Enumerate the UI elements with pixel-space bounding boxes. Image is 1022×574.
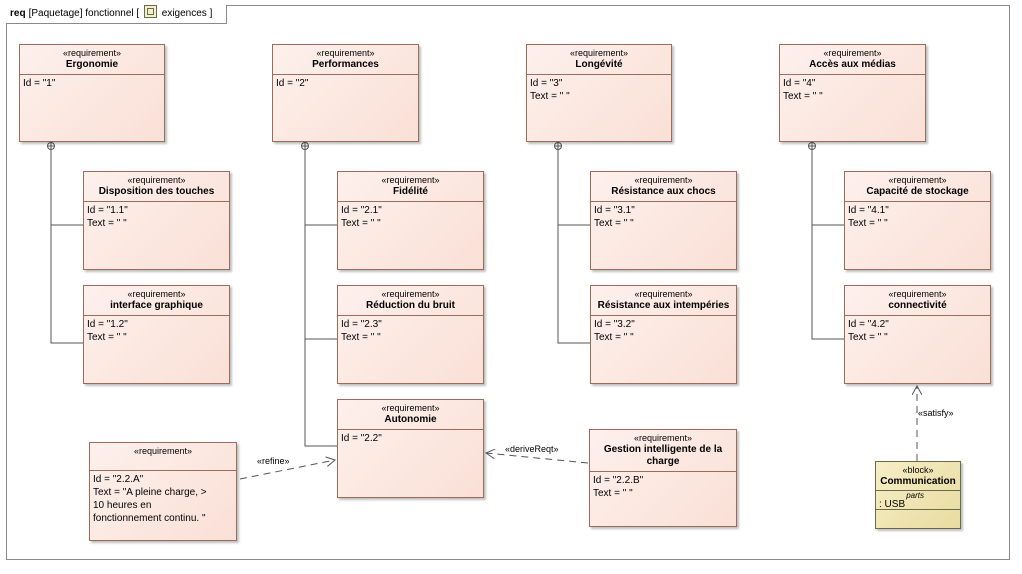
requirement-name: Fidélité [392, 186, 428, 197]
part-usb: : USB [879, 499, 906, 510]
containment-acces-medias [808, 142, 844, 340]
requirement-disposition-touches[interactable]: «requirement»Disposition des touches Id … [83, 171, 230, 270]
stereotype: «requirement» [888, 175, 947, 185]
diagram-icon [143, 5, 157, 18]
frame-close: ] [209, 8, 213, 19]
requirement-id: Id = "2.2.B" [593, 475, 644, 486]
requirement-name: Ergonomie [65, 59, 119, 70]
refine-label: «refine» [257, 456, 290, 466]
stereotype: «requirement» [569, 48, 629, 58]
containment-ergonomie [47, 142, 83, 344]
containment-longevite [554, 142, 590, 344]
stereotype: «requirement» [133, 446, 193, 456]
requirement-id: Id = "2.2" [341, 433, 382, 444]
requirement-id: Id = "2" [276, 78, 309, 89]
requirement-id: Id = "4" [783, 78, 816, 89]
requirement-capacite-stockage[interactable]: «requirement»Capacité de stockage Id = "… [844, 171, 991, 270]
derive-label: «deriveReqt» [505, 444, 559, 454]
stereotype: «requirement» [823, 48, 882, 58]
stereotype: «requirement» [634, 175, 693, 185]
requirement-resistance-chocs[interactable]: «requirement»Résistance aux chocs Id = "… [590, 171, 737, 270]
requirement-id: Id = "4.2" [848, 319, 889, 330]
requirement-id: Id = "2.1" [341, 205, 382, 216]
requirement-id: Id = "2.3" [341, 319, 382, 330]
requirement-id: Id = "3" [530, 78, 563, 89]
requirement-name: Autonomie [384, 414, 437, 425]
requirement-connectivite[interactable]: «requirement»connectivité Id = "4.2" Text… [844, 285, 991, 384]
requirement-id: Id = "1.2" [87, 319, 128, 330]
requirement-id: Id = "4.1" [848, 205, 889, 216]
stereotype: «requirement» [127, 289, 186, 299]
stereotype: «requirement» [381, 403, 440, 413]
requirement-performances[interactable]: «requirement»Performances Id = "2" [272, 44, 419, 142]
stereotype: «requirement» [381, 289, 440, 299]
requirement-name: Capacité de stockage [866, 186, 969, 197]
stereotype: «requirement» [381, 175, 440, 185]
requirement-fidelite[interactable]: «requirement»Fidélité Id = "2.1" Text = "… [337, 171, 484, 270]
frame-name: exigences [161, 8, 207, 19]
stereotype: «requirement» [888, 289, 947, 299]
requirement-text: Text = " " [341, 332, 381, 343]
compartment-label: parts [906, 491, 924, 500]
requirement-text-line: 10 heures en [93, 500, 152, 511]
requirement-name: Résistance aux intempéries [597, 300, 730, 311]
requirement-2-2-A[interactable]: «requirement» Id = "2.2.A" Text = "A ple… [89, 442, 237, 541]
frame-kind: req [10, 8, 26, 19]
satisfy-label: «satisfy» [918, 408, 954, 418]
requirement-autonomie[interactable]: «requirement»Autonomie Id = "2.2" [337, 399, 484, 498]
requirement-name: Performances [312, 59, 379, 70]
requirement-name: Résistance aux chocs [611, 186, 716, 197]
requirement-name: Disposition des touches [98, 186, 215, 197]
requirement-id: Id = "1" [23, 78, 56, 89]
requirement-longevite[interactable]: «requirement»Longévité Id = "3" Text = " … [526, 44, 672, 142]
requirement-text: Text = " " [594, 218, 634, 229]
requirement-id: Id = "1.1" [87, 205, 128, 216]
requirement-ergonomie[interactable]: «requirement»Ergonomie Id = "1" [19, 44, 165, 142]
requirement-name: Gestion intelligente de la charge [603, 444, 723, 467]
stereotype: «requirement» [633, 433, 693, 443]
requirement-text-line: Text = "A pleine charge, > [93, 487, 207, 498]
requirement-name: Réduction du bruit [366, 300, 455, 311]
requirement-name: interface graphique [110, 300, 203, 311]
block-name: Communication [880, 476, 956, 487]
requirement-text: Text = " " [87, 332, 127, 343]
requirement-text: Text = " " [848, 218, 888, 229]
requirement-resistance-intemperies[interactable]: «requirement»Résistance aux intempéries … [590, 285, 737, 384]
frame-header: req[Paquetage] fonctionnel [ exigences ] [6, 5, 228, 24]
stereotype: «block» [902, 465, 934, 475]
requirement-gestion-charge[interactable]: «requirement»Gestion intelligente de la … [589, 429, 737, 527]
requirement-text: Text = " " [848, 332, 888, 343]
stereotype: «requirement» [62, 48, 122, 58]
requirement-text: Text = " " [593, 488, 633, 499]
requirement-text-line: fonctionnement continu. " [93, 513, 206, 524]
refine-link [239, 460, 335, 480]
stereotype: «requirement» [127, 175, 186, 185]
requirement-text: Text = " " [783, 91, 823, 102]
stereotype: «requirement» [634, 289, 693, 299]
requirement-acces-medias[interactable]: «requirement»Accès aux médias Id = "4" Te… [779, 44, 926, 142]
requirement-reduction-bruit[interactable]: «requirement»Réduction du bruit Id = "2.… [337, 285, 484, 384]
requirement-id: Id = "3.2" [594, 319, 635, 330]
requirement-id: Id = "2.2.A" [93, 474, 144, 485]
requirement-name: connectivité [888, 300, 947, 311]
derive-link [486, 453, 589, 464]
containment-performances [301, 142, 337, 447]
requirement-name: Longévité [575, 59, 623, 70]
block-communication[interactable]: «block»Communication parts : USB [875, 461, 961, 529]
requirement-interface-graphique[interactable]: «requirement»interface graphique Id = "1… [83, 285, 230, 384]
requirement-text: Text = " " [530, 91, 570, 102]
requirement-text: Text = " " [87, 218, 127, 229]
requirement-text: Text = " " [594, 332, 634, 343]
requirement-id: Id = "3.1" [594, 205, 635, 216]
parts-compartment: parts : USB [876, 491, 960, 510]
requirement-text: Text = " " [341, 218, 381, 229]
frame-path: [Paquetage] fonctionnel [ [28, 8, 140, 19]
stereotype: «requirement» [316, 48, 375, 58]
requirement-name: Accès aux médias [809, 59, 896, 70]
